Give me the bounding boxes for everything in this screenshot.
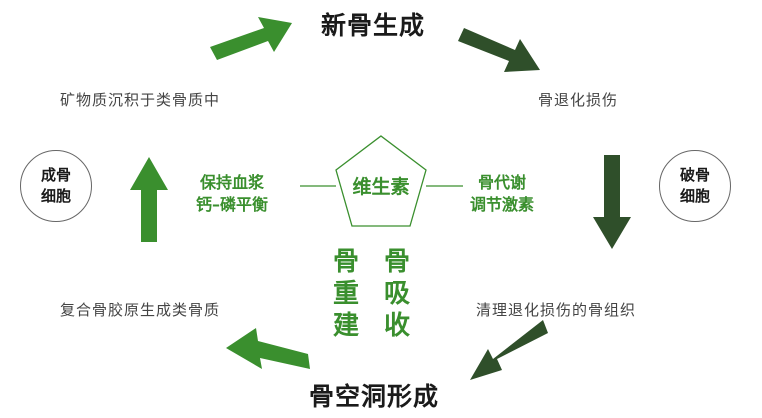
osteoblast-line1: 成骨 (40, 166, 71, 184)
arrow-top-right (458, 28, 540, 72)
vert-left-2: 重 (333, 279, 360, 309)
arrow-top-left (210, 17, 292, 60)
step-clear-tissue: 清理退化损伤的骨组织 (476, 301, 637, 319)
bone-remodeling-vertical: 骨 重 建 (333, 246, 359, 342)
osteoclast-line2: 细胞 (679, 187, 710, 205)
metabolism-line1: 骨代谢 (478, 173, 527, 192)
plasma-line1: 保持血浆 (200, 173, 265, 192)
title-new-bone: 新骨生成 (321, 11, 426, 40)
osteoblast-circle: 成骨 细胞 (20, 150, 92, 222)
vert-left-1: 骨 (333, 247, 360, 277)
bone-resorption-vertical: 骨 吸 收 (384, 246, 410, 342)
metabolism-hormone-text: 骨代谢 调节激素 (470, 172, 534, 216)
vert-right-3: 收 (384, 311, 411, 341)
plasma-line2: 钙–磷平衡 (196, 195, 269, 214)
osteoclast-circle: 破骨 细胞 (659, 150, 731, 222)
arrow-bottom-left (226, 328, 310, 369)
vert-left-3: 建 (333, 311, 360, 341)
osteoclast-line1: 破骨 (679, 166, 710, 184)
metabolism-line2: 调节激素 (470, 195, 535, 214)
osteoblast-line2: 细胞 (40, 187, 71, 205)
plasma-balance-text: 保持血浆 钙–磷平衡 (196, 172, 268, 216)
arrow-right-down (593, 155, 631, 249)
vert-right-2: 吸 (384, 279, 411, 309)
vitamin-label: 维生素 (352, 176, 410, 198)
vitamin-pentagon (335, 135, 427, 227)
step-mineral-deposit: 矿物质沉积于类骨质中 (60, 91, 221, 109)
arrow-left-up (130, 157, 168, 242)
arrow-bottom-right (470, 320, 548, 380)
step-collagen: 复合骨胶原生成类骨质 (60, 301, 221, 319)
step-bone-damage: 骨退化损伤 (538, 91, 619, 109)
title-bone-cavity: 骨空洞形成 (309, 382, 440, 411)
vert-right-1: 骨 (384, 247, 411, 277)
